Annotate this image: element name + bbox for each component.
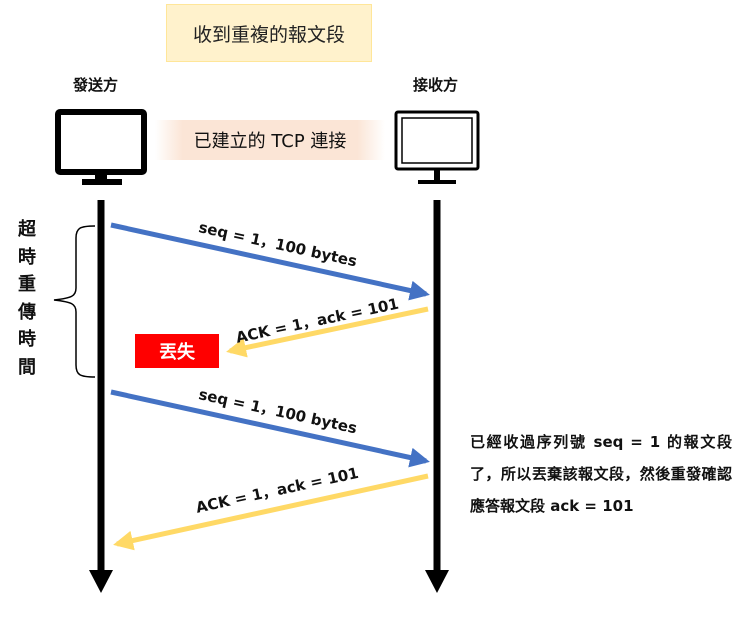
sender-timeline: [89, 200, 113, 593]
timeout-char: 間: [18, 356, 36, 378]
receiver-timeline: [425, 200, 449, 593]
sender-label: 發送方: [73, 76, 119, 94]
timeout-char: 重: [18, 274, 36, 295]
connection-label: 已建立的 TCP 連接: [193, 131, 347, 152]
sender-monitor-icon: [55, 109, 147, 185]
timeout-char: 超: [18, 219, 36, 240]
ack-arrow-2: [113, 473, 429, 551]
timeout-brace: [53, 225, 96, 378]
timeout-char: 傳: [18, 301, 36, 323]
seq-arrow-1: [110, 222, 430, 301]
duplicate-note: 已經收過序列號 seq = 1 的報文段了，所以丟棄該報文段，然後重發確認應答報…: [470, 433, 732, 515]
lost-badge: 丟失: [135, 334, 219, 368]
timeout-char: 時: [18, 329, 36, 350]
connection-banner: 已建立的 TCP 連接: [155, 120, 385, 160]
ack-arrow-lost: [226, 306, 429, 358]
diagram-title: 收到重複的報文段: [166, 4, 372, 62]
receiver-label: 接收方: [413, 76, 459, 94]
receiver-monitor-icon: [394, 110, 480, 184]
seq-arrow-2: [110, 389, 430, 468]
timeout-label: 超 時 重 傳 時 間: [14, 216, 40, 381]
timeout-char: 時: [18, 246, 36, 268]
